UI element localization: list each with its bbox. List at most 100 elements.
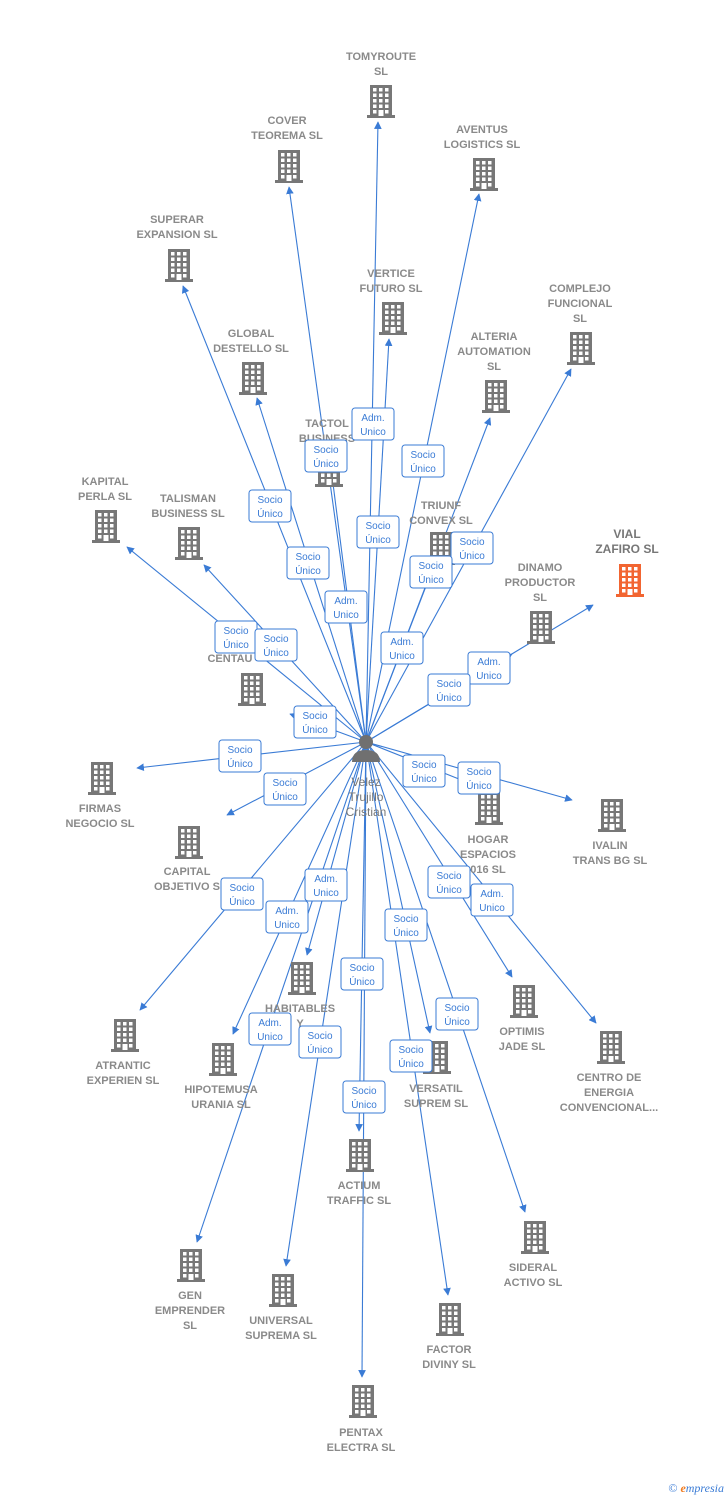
- role-badge-text: Unico: [479, 903, 505, 914]
- role-badge-text: Único: [444, 1015, 470, 1028]
- company-label: CAPITAL: [164, 866, 211, 878]
- company-label: TRIUNF: [421, 500, 462, 512]
- edge-centro: [365, 741, 597, 1024]
- company-label: OBJETIVO S: [154, 881, 220, 893]
- company-label: SUPERAR: [150, 214, 204, 226]
- company-node-capital[interactable]: CAPITAL OBJETIVO S: [154, 826, 220, 893]
- role-badge-text: Único: [227, 757, 253, 770]
- role-badge-vial[interactable]: Adm.Unico: [467, 651, 511, 685]
- company-node-centro[interactable]: CENTRO DEENERGIACONVENCIONAL...: [560, 1031, 658, 1114]
- company-label: CONVEX SL: [409, 515, 473, 527]
- role-badge-text: Único: [418, 573, 444, 586]
- role-badge-habitables[interactable]: Adm.Unico: [304, 868, 348, 902]
- company-label: TACTOL: [305, 418, 349, 430]
- role-badge-text: Adm.: [314, 874, 337, 885]
- company-label: ENERGIA: [584, 1087, 634, 1099]
- company-label: TRANS BG SL: [573, 855, 648, 867]
- edge-versatil: [365, 741, 433, 1034]
- role-badge-text: Socio: [295, 552, 320, 563]
- company-label: Y: [296, 1018, 304, 1030]
- company-label: CENTAU: [207, 653, 252, 665]
- role-badge-centro[interactable]: Adm. Unico: [470, 883, 514, 917]
- company-label: PRODUCTOR: [505, 577, 576, 589]
- building-icon: [175, 826, 203, 859]
- role-badge-triunf[interactable]: Adm.Unico: [380, 631, 424, 665]
- building-icon: [269, 1274, 297, 1307]
- role-badge-text: Socio: [263, 634, 288, 645]
- role-badge-text: Único: [393, 926, 419, 939]
- company-label: VIAL: [613, 527, 640, 541]
- company-node-centau[interactable]: CENTAU: [207, 653, 266, 706]
- company-label: HOGAR: [468, 834, 509, 846]
- company-label: BUSINESS SL: [151, 508, 225, 520]
- building-icon: [527, 611, 555, 644]
- brand-footer[interactable]: © empresia: [668, 1481, 724, 1496]
- role-badge-text: Adm.: [480, 889, 503, 900]
- role-badge-text: Único: [229, 895, 255, 908]
- role-badge-gen[interactable]: Adm.Unico: [248, 1012, 292, 1046]
- company-label: JADE SL: [499, 1041, 546, 1053]
- building-icon: [175, 527, 203, 560]
- role-badge-tactol[interactable]: Adm.Unico: [324, 590, 368, 624]
- role-badge-text: Unico: [333, 610, 359, 621]
- role-badge-hipotemusa[interactable]: Adm.Unico: [265, 900, 309, 934]
- role-badge-tomyroute[interactable]: Adm.Unico: [351, 407, 395, 441]
- company-label: URANIA SL: [191, 1099, 251, 1111]
- role-badge-text: Adm.: [258, 1018, 281, 1029]
- company-label: SL: [183, 1320, 197, 1332]
- company-label: TRAFFIC SL: [327, 1195, 391, 1207]
- role-badge-text: Adm.: [390, 637, 413, 648]
- building-icon: [346, 1139, 374, 1172]
